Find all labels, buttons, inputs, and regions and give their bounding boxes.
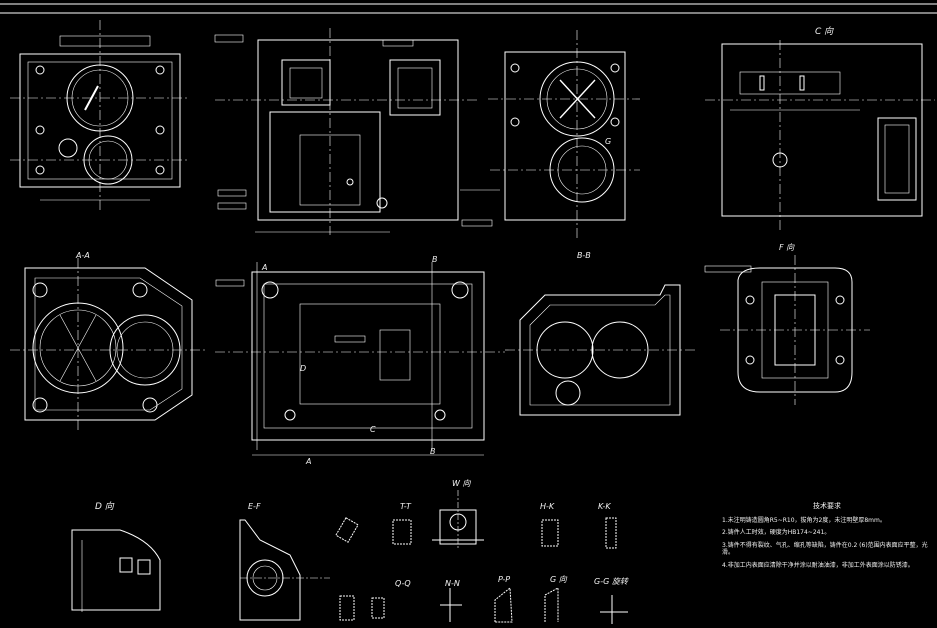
cut-a-bottom: A <box>306 457 312 466</box>
aa-section-label: A-A <box>76 251 90 260</box>
g-view-label: G 向 <box>550 575 567 584</box>
c-view <box>705 40 935 230</box>
ef-section-label: E-F <box>248 502 261 511</box>
bb-section <box>505 284 695 416</box>
hk-section-label: H-K <box>540 502 555 511</box>
g-view-detail <box>544 587 559 622</box>
f-view-label: F 向 <box>779 243 795 252</box>
d-view-detail <box>71 529 161 612</box>
gg-rotated-detail <box>600 595 628 624</box>
w-view-detail <box>432 490 484 550</box>
cut-b-bottom: B <box>430 447 436 456</box>
title-border <box>0 3 937 14</box>
pp-section-detail <box>494 587 513 623</box>
tech-notes-title: 技术要求 <box>813 502 841 510</box>
mark-c: C <box>370 425 376 434</box>
tech-note-3: 3.铸件不得有裂纹、气孔、缩孔等缺陷，铸件在0.2 (6)范围内表面应平整，光滑… <box>722 541 928 557</box>
tech-note-2: 2.铸件人工时效，硬度为HB174~241。 <box>722 529 831 537</box>
main-section <box>215 262 505 456</box>
d-view-label: D 向 <box>95 502 114 512</box>
pp-section-label: P-P <box>498 575 511 584</box>
cut-a-top: A <box>262 263 268 272</box>
gg-rotated-label: G-G 旋转 <box>594 577 628 586</box>
kk-section-label: K-K <box>598 502 611 511</box>
c-view-label: C 向 <box>815 27 834 37</box>
tt-section-label: T-T <box>400 502 411 511</box>
ef-section-detail <box>239 517 359 621</box>
qq-section-label: Q-Q <box>395 579 411 588</box>
kk-section-detail <box>605 517 617 549</box>
mark-d: D <box>300 364 307 373</box>
nn-section-label: N-N <box>445 579 460 588</box>
tech-note-1: 1.未注明铸造圆角R5~R10，拔角为2度，未注明壁厚8mm。 <box>722 516 886 524</box>
bb-section-label: B-B <box>577 251 591 260</box>
tech-notes: 技术要求 1.未注明铸造圆角R5~R10，拔角为2度，未注明壁厚8mm。 2.铸… <box>722 502 932 574</box>
tt-section-detail <box>392 519 412 545</box>
qq-section-detail <box>339 595 385 621</box>
side-view-circles <box>488 30 640 240</box>
front-view-bearing-holes <box>10 20 190 210</box>
cut-b-top: B <box>432 255 438 264</box>
aa-section <box>10 258 205 432</box>
hk-section-detail <box>541 519 559 547</box>
mark-g: G <box>605 137 612 146</box>
f-view <box>704 255 870 405</box>
tech-note-4: 4.非加工内表面应清除干净并涂以耐油油漆，非加工外表面涂以防锈漆。 <box>722 561 914 569</box>
nn-section-detail <box>440 588 462 622</box>
w-view-label: W 向 <box>452 479 471 488</box>
top-view <box>214 28 500 235</box>
